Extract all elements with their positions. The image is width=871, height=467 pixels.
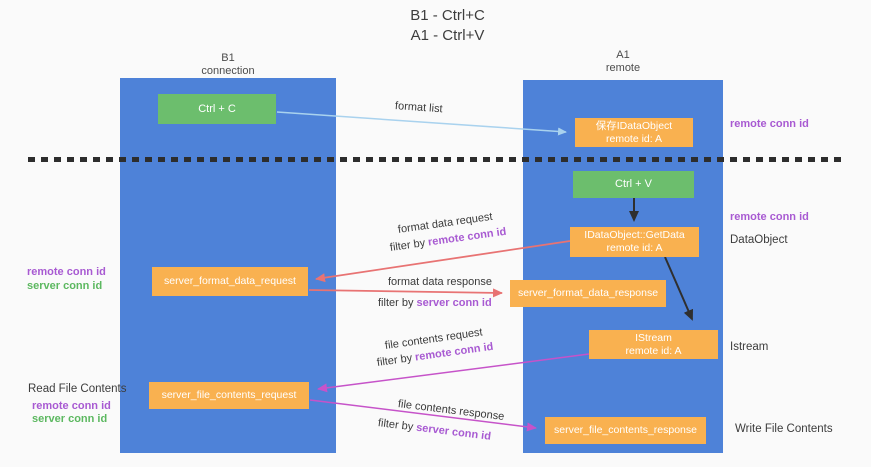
box-idataobject-getdata-line2: remote id: A [606, 242, 663, 254]
box-server-file-contents-response: server_file_contents_response [545, 417, 706, 444]
label-server-conn-id: server conn id [416, 297, 492, 309]
label-filter-server-1: filter by server conn id [378, 297, 492, 309]
box-save-idataobject-line1: 保存IDataObject [595, 119, 673, 132]
column-header-a1: A1 remote [523, 49, 723, 75]
label-server-conn-id: server conn id [415, 421, 492, 443]
box-server-format-data-request: server_format_data_request [152, 267, 308, 296]
left-label-server-conn-id-bottom: server conn id [32, 413, 108, 425]
label-filter-by-text: filter by [376, 351, 416, 369]
left-label-remote-conn-id-mid: remote conn id [27, 266, 106, 278]
box-ctrl-v: Ctrl + V [573, 171, 694, 198]
left-label-server-conn-id-mid: server conn id [27, 280, 103, 292]
box-save-idataobject-line2: remote id: A [605, 132, 663, 145]
machine-role-a1: remote [605, 62, 641, 74]
left-label-remote-conn-id-bottom: remote conn id [32, 400, 111, 412]
column-header-b1: B1 connection [120, 52, 336, 78]
diagram-title: B1 - Ctrl+C A1 - Ctrl+V [12, 6, 871, 46]
box-ctrl-v-label: Ctrl + V [615, 178, 652, 190]
label-format-list: format list [394, 100, 443, 116]
box-server-format-data-request-label: server_format_data_request [164, 275, 296, 287]
right-label-istream: Istream [730, 341, 769, 353]
right-label-remote-conn-id-top: remote conn id [730, 118, 809, 130]
label-format-data-response: format data response [388, 276, 492, 288]
left-label-read-file-contents: Read File Contents [28, 383, 127, 395]
label-filter-by-text: filter by [378, 297, 417, 309]
box-istream-line1: IStream [635, 331, 672, 344]
box-save-idataobject: 保存IDataObject remote id: A [575, 118, 693, 147]
title-line-1: B1 - Ctrl+C [410, 7, 485, 24]
arrow-format-data-response [308, 288, 503, 298]
machine-name-a1: A1 [616, 49, 630, 61]
label-filter-by-text: filter by [389, 236, 429, 254]
box-server-format-data-response-label: server_format_data_response [517, 287, 659, 299]
right-label-remote-conn-id-mid: remote conn id [730, 211, 809, 223]
box-ctrl-c-label: Ctrl + C [198, 102, 236, 115]
box-ctrl-c: Ctrl + C [158, 94, 276, 124]
box-idataobject-getdata: IDataObject::GetData remote id: A [570, 227, 699, 257]
label-filter-by-text: filter by [377, 417, 417, 434]
label-file-contents-response: file contents response [397, 398, 505, 423]
phase-separator-dashed-line [28, 157, 846, 162]
title-line-2: A1 - Ctrl+V [410, 27, 485, 44]
label-filter-server-2: filter by server conn id [377, 417, 491, 443]
box-server-file-contents-request: server_file_contents_request [149, 382, 309, 409]
box-server-file-contents-request-label: server_file_contents_request [161, 389, 297, 401]
machine-role-b1: connection [201, 65, 255, 77]
box-istream-line2: remote id: A [625, 344, 682, 357]
box-istream: IStream remote id: A [589, 330, 718, 359]
right-label-write-file-contents: Write File Contents [735, 423, 833, 435]
box-idataobject-getdata-line1: IDataObject::GetData [584, 229, 685, 241]
right-label-dataobject: DataObject [730, 234, 788, 246]
box-server-file-contents-response-label: server_file_contents_response [553, 424, 697, 436]
machine-name-b1: B1 [221, 52, 235, 64]
box-server-format-data-response: server_format_data_response [510, 280, 666, 307]
